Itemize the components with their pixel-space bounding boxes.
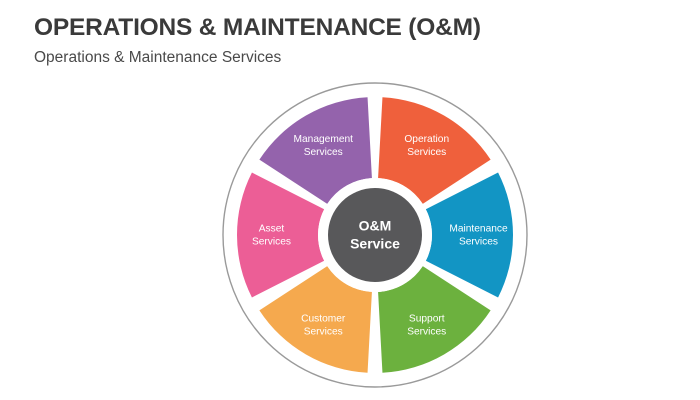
wheel-segment-management-services[interactable]: [259, 97, 372, 204]
title-block: OPERATIONS & MAINTENANCE (O&M) Operation…: [34, 14, 654, 68]
wheel-segment-maintenance-services[interactable]: [425, 172, 514, 298]
outer-ring-circle: [222, 82, 528, 388]
wheel-segment-asset-services[interactable]: [236, 172, 325, 298]
wheel-segment-support-services[interactable]: [378, 266, 491, 373]
wheel-svg: OperationServicesMaintenanceServicesSupp…: [222, 82, 528, 388]
wheel-segment-operation-services[interactable]: [378, 97, 491, 204]
page-subtitle: Operations & Maintenance Services: [34, 49, 282, 67]
wheel-segment-customer-services[interactable]: [259, 266, 372, 373]
page-title: OPERATIONS & MAINTENANCE (O&M): [34, 14, 481, 41]
hub-circle[interactable]: [328, 188, 422, 282]
